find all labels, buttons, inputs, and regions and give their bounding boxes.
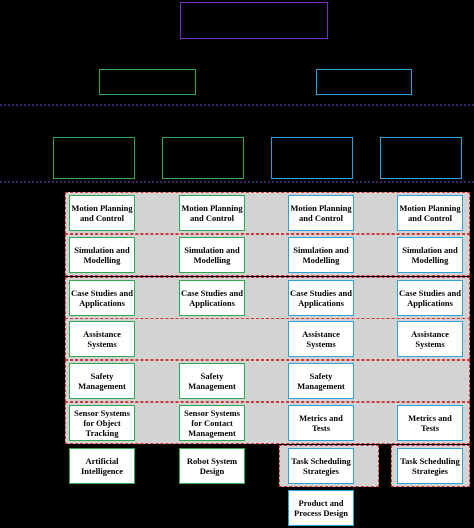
topic-box-r2-c4: Simulation and Modelling (397, 237, 463, 273)
topic-box-r4-c3: Assistance Systems (288, 321, 354, 357)
topic-box-r3-c2: Case Studies and Applications (179, 280, 245, 316)
level2-node-2 (162, 137, 244, 179)
topic-box-r1-c4: Motion Planning and Control (397, 195, 463, 231)
level1-node-blue (316, 69, 412, 95)
topic-box-r6-c3: Metrics and Tests (288, 405, 354, 441)
level2-node-4 (380, 137, 462, 179)
topic-box-r4-c1: Assistance Systems (69, 321, 135, 357)
topic-box-r5-c1: Safety Management (69, 363, 135, 399)
topic-box-r4-c4: Assistance Systems (397, 321, 463, 357)
topic-box-r6-c4: Metrics and Tests (397, 405, 463, 441)
topic-box-r3-c3: Case Studies and Applications (288, 280, 354, 316)
topic-box-r3-c4: Case Studies and Applications (397, 280, 463, 316)
topic-box-r1-c2: Motion Planning and Control (179, 195, 245, 231)
topic-box-r1-c3: Motion Planning and Control (288, 195, 354, 231)
topic-box-r2-c1: Simulation and Modelling (69, 237, 135, 273)
topic-box-r3-c1: Case Studies and Applications (69, 280, 135, 316)
topic-box-r7-c2: Robot System Design (179, 448, 245, 484)
root-node (180, 2, 328, 39)
topic-box-r8-c3: Product and Process Design (288, 490, 354, 526)
arrow-head-r8-c3 (284, 505, 288, 511)
topic-box-r7-c1: Artificial Intelligence (69, 448, 135, 484)
topic-box-r5-c3: Safety Management (288, 363, 354, 399)
topic-box-r2-c2: Simulation and Modelling (179, 237, 245, 273)
topic-box-r7-c4: Task Scheduling Strategies (397, 448, 463, 484)
topic-box-r5-c2: Safety Management (179, 363, 245, 399)
topic-box-r2-c3: Simulation and Modelling (288, 237, 354, 273)
level2-node-3 (271, 137, 353, 179)
level2-node-1 (53, 137, 135, 179)
topic-box-r7-c3: Task Scheduling Strategies (288, 448, 354, 484)
topic-box-r1-c1: Motion Planning and Control (69, 195, 135, 231)
level1-node-green (99, 69, 196, 95)
topic-box-r6-c2: Sensor Systems for Contact Management (179, 405, 245, 441)
topic-box-r6-c1: Sensor Systems for Object Tracking (69, 405, 135, 441)
